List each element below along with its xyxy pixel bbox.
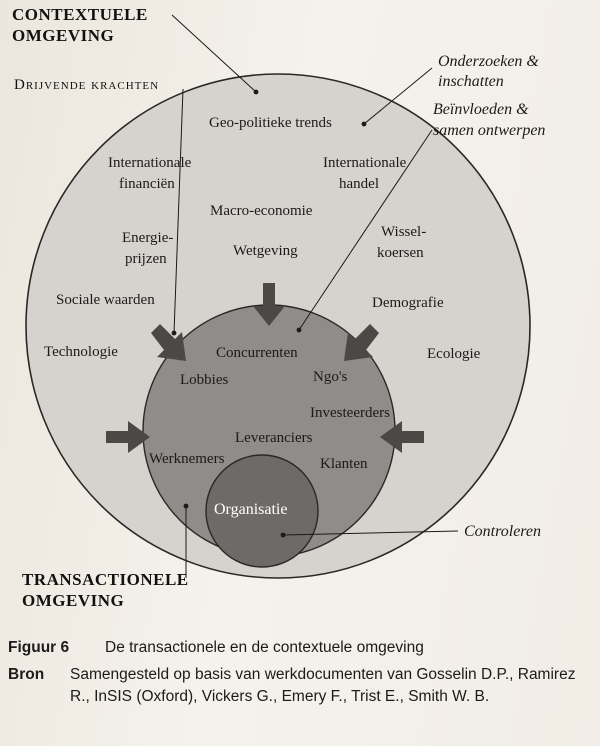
pointer-driving-forces [173,88,184,334]
factor-geo-political-trends: Geo-politieke trends [209,115,332,131]
pointer-control-dot [280,532,286,538]
pointer-investigate [363,67,433,125]
factor-international-trade-line2: handel [339,176,379,192]
influence-arrows [106,283,424,453]
heading-transactional-line1: TRANSACTIONELE [22,570,189,589]
heading-contextual-line1: CONTEXTUELE [12,5,148,24]
pointer-driving-forces-dot [171,330,177,336]
arrow-left-diagonal [151,324,186,361]
figure-caption-text: De transactionele en de contextuele omge… [105,639,424,656]
factor-suppliers: Leveranciers [235,430,313,446]
annotation-influence-line1: Beïnvloeden & [433,101,529,118]
factor-macro-economy: Macro-economie [210,203,313,219]
factor-competitors: Concurrenten [216,345,298,361]
factor-ecology: Ecologie [427,346,481,362]
factor-international-trade-line1: Internationale [323,155,407,171]
pointer-lines [171,14,459,578]
factor-ngos: Ngo's [313,369,348,385]
pointer-contextual-dot [253,89,259,95]
arrow-right-diagonal [344,324,379,361]
factor-exchange-rates-line2: koersen [377,245,424,261]
arrow-right [380,421,424,453]
factor-energy-prices-line2: prijzen [125,251,167,267]
organisation-circle [205,454,319,568]
pointer-influence [298,129,433,331]
pointer-transactional-dot [183,503,189,509]
heading-driving-forces: Drijvende krachten [14,77,159,93]
factor-technology: Technologie [44,344,118,360]
heading-transactional-line2: OMGEVING [22,591,124,610]
source-caption: Bron Samengesteld op basis van werkdocum… [8,664,588,708]
annotation-influence-line2: samen ontwerpen [433,122,545,139]
source-caption-key: Bron [8,666,45,683]
annotation-control: Controleren [464,523,541,540]
factor-social-values: Sociale waarden [56,292,155,308]
factor-demography: Demografie [372,295,444,311]
pointer-investigate-dot [361,121,367,127]
arrow-left [106,421,150,453]
pointer-contextual [171,14,257,93]
figure-caption: Figuur 6 De transactionele en de context… [8,637,588,659]
pointer-control [282,530,459,536]
factor-international-finance-line2: financiën [119,176,175,192]
annotation-investigate-line2: inschatten [438,73,504,90]
arrow-top [253,283,285,326]
figure-caption-key: Figuur 6 [8,639,70,656]
factor-international-finance-line1: Internationale [108,155,192,171]
factor-legislation: Wetgeving [233,243,298,259]
factor-investors: Investeerders [310,405,390,421]
source-caption-text: Samengesteld op basis van werkdocumenten… [70,666,576,705]
factor-energy-prices-line1: Energie- [122,230,173,246]
annotation-investigate-line1: Onderzoeken & [438,53,539,70]
factor-lobbies: Lobbies [180,372,228,388]
factor-customers: Klanten [320,456,368,472]
heading-contextual-line2: OMGEVING [12,26,114,45]
factor-exchange-rates-line1: Wissel- [381,224,426,240]
organisation-label: Organisatie [214,501,287,518]
pointer-influence-dot [296,327,302,333]
factor-employees: Werknemers [149,451,225,467]
